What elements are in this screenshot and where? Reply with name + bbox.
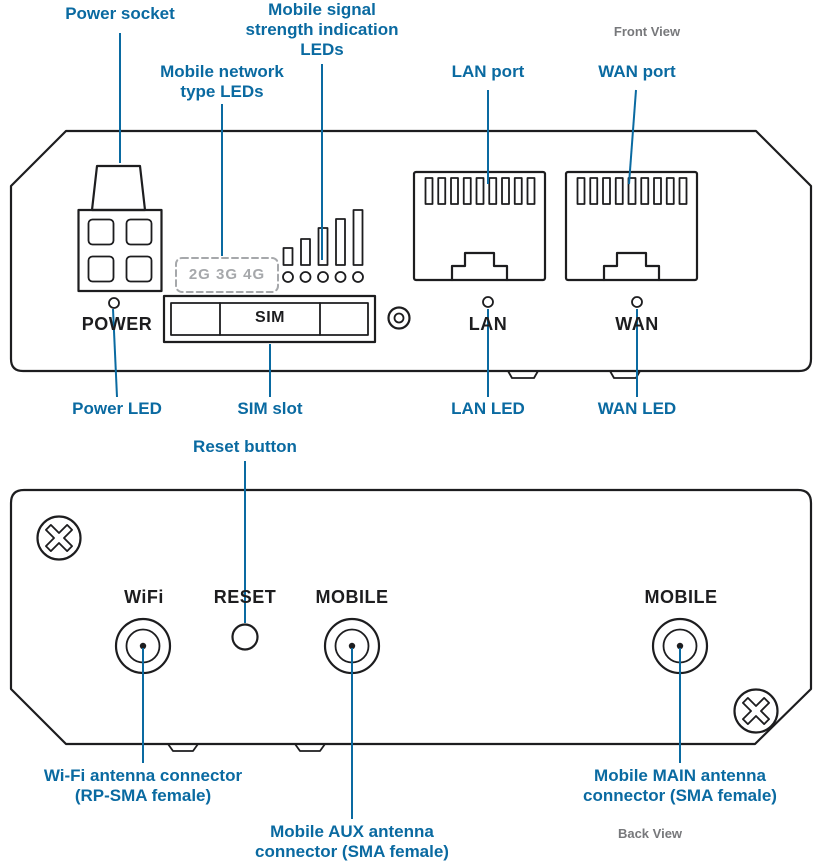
- mobile-main-label: MOBILE: [644, 587, 718, 607]
- back-panel-outline: [9, 488, 813, 746]
- screw-bottom-right-icon: [733, 688, 779, 734]
- lan-label: LAN: [468, 314, 508, 334]
- wan-label: WAN: [615, 314, 659, 334]
- back-panel-tab: [167, 743, 199, 752]
- callout-power-led: Power LED: [72, 399, 162, 418]
- reset-label: RESET: [213, 587, 277, 607]
- callout-wan-port: WAN port: [598, 62, 676, 81]
- back-view-label: Back View: [617, 826, 683, 841]
- front-panel-outline: [9, 129, 813, 373]
- callout-wifi-connector: Wi-Fi antenna connector (RP-SMA female): [43, 766, 243, 806]
- callout-main-connector: Mobile MAIN antenna connector (SMA femal…: [583, 766, 777, 806]
- lan-port-drawing: [412, 170, 547, 282]
- callout-mobile-network-leds: Mobile network type LEDs: [160, 62, 284, 102]
- sim-label: SIM: [255, 309, 285, 326]
- sim-slot-drawing: [162, 294, 377, 344]
- callout-power-socket: Power socket: [65, 4, 175, 23]
- power-socket-drawing: [77, 164, 163, 293]
- power-label: POWER: [81, 314, 153, 334]
- callout-aux-connector: Mobile AUX antenna connector (SMA female…: [255, 822, 449, 862]
- back-panel-tab: [294, 743, 326, 752]
- screw-top-left-icon: [36, 515, 82, 561]
- wifi-label: WiFi: [124, 587, 164, 607]
- power-led-drawing: [108, 297, 120, 309]
- leader-power-led: [112, 308, 118, 398]
- lan-led-drawing: [482, 296, 494, 308]
- callout-lan-led: LAN LED: [451, 399, 525, 418]
- wan-led-drawing: [631, 296, 643, 308]
- front-round-button-drawing: [387, 306, 411, 330]
- callout-wan-led: WAN LED: [597, 399, 677, 418]
- callout-mobile-signal-leds: Mobile signal strength indication LEDs: [245, 0, 399, 60]
- mobile-aux-label: MOBILE: [315, 587, 389, 607]
- callout-reset-button: Reset button: [193, 437, 297, 456]
- callout-sim-slot: SIM slot: [237, 399, 303, 418]
- reset-button-drawing: [231, 623, 259, 651]
- leader-lines: [112, 33, 681, 819]
- leader-wan-port: [628, 89, 637, 185]
- callout-lan-port: LAN port: [451, 62, 525, 81]
- network-type-leds-box: [175, 257, 279, 293]
- wan-port-drawing: [564, 170, 699, 282]
- front-panel-tab: [507, 370, 539, 379]
- front-view-label: Front View: [613, 24, 681, 39]
- network-types-label: 2G 3G 4G: [188, 266, 266, 283]
